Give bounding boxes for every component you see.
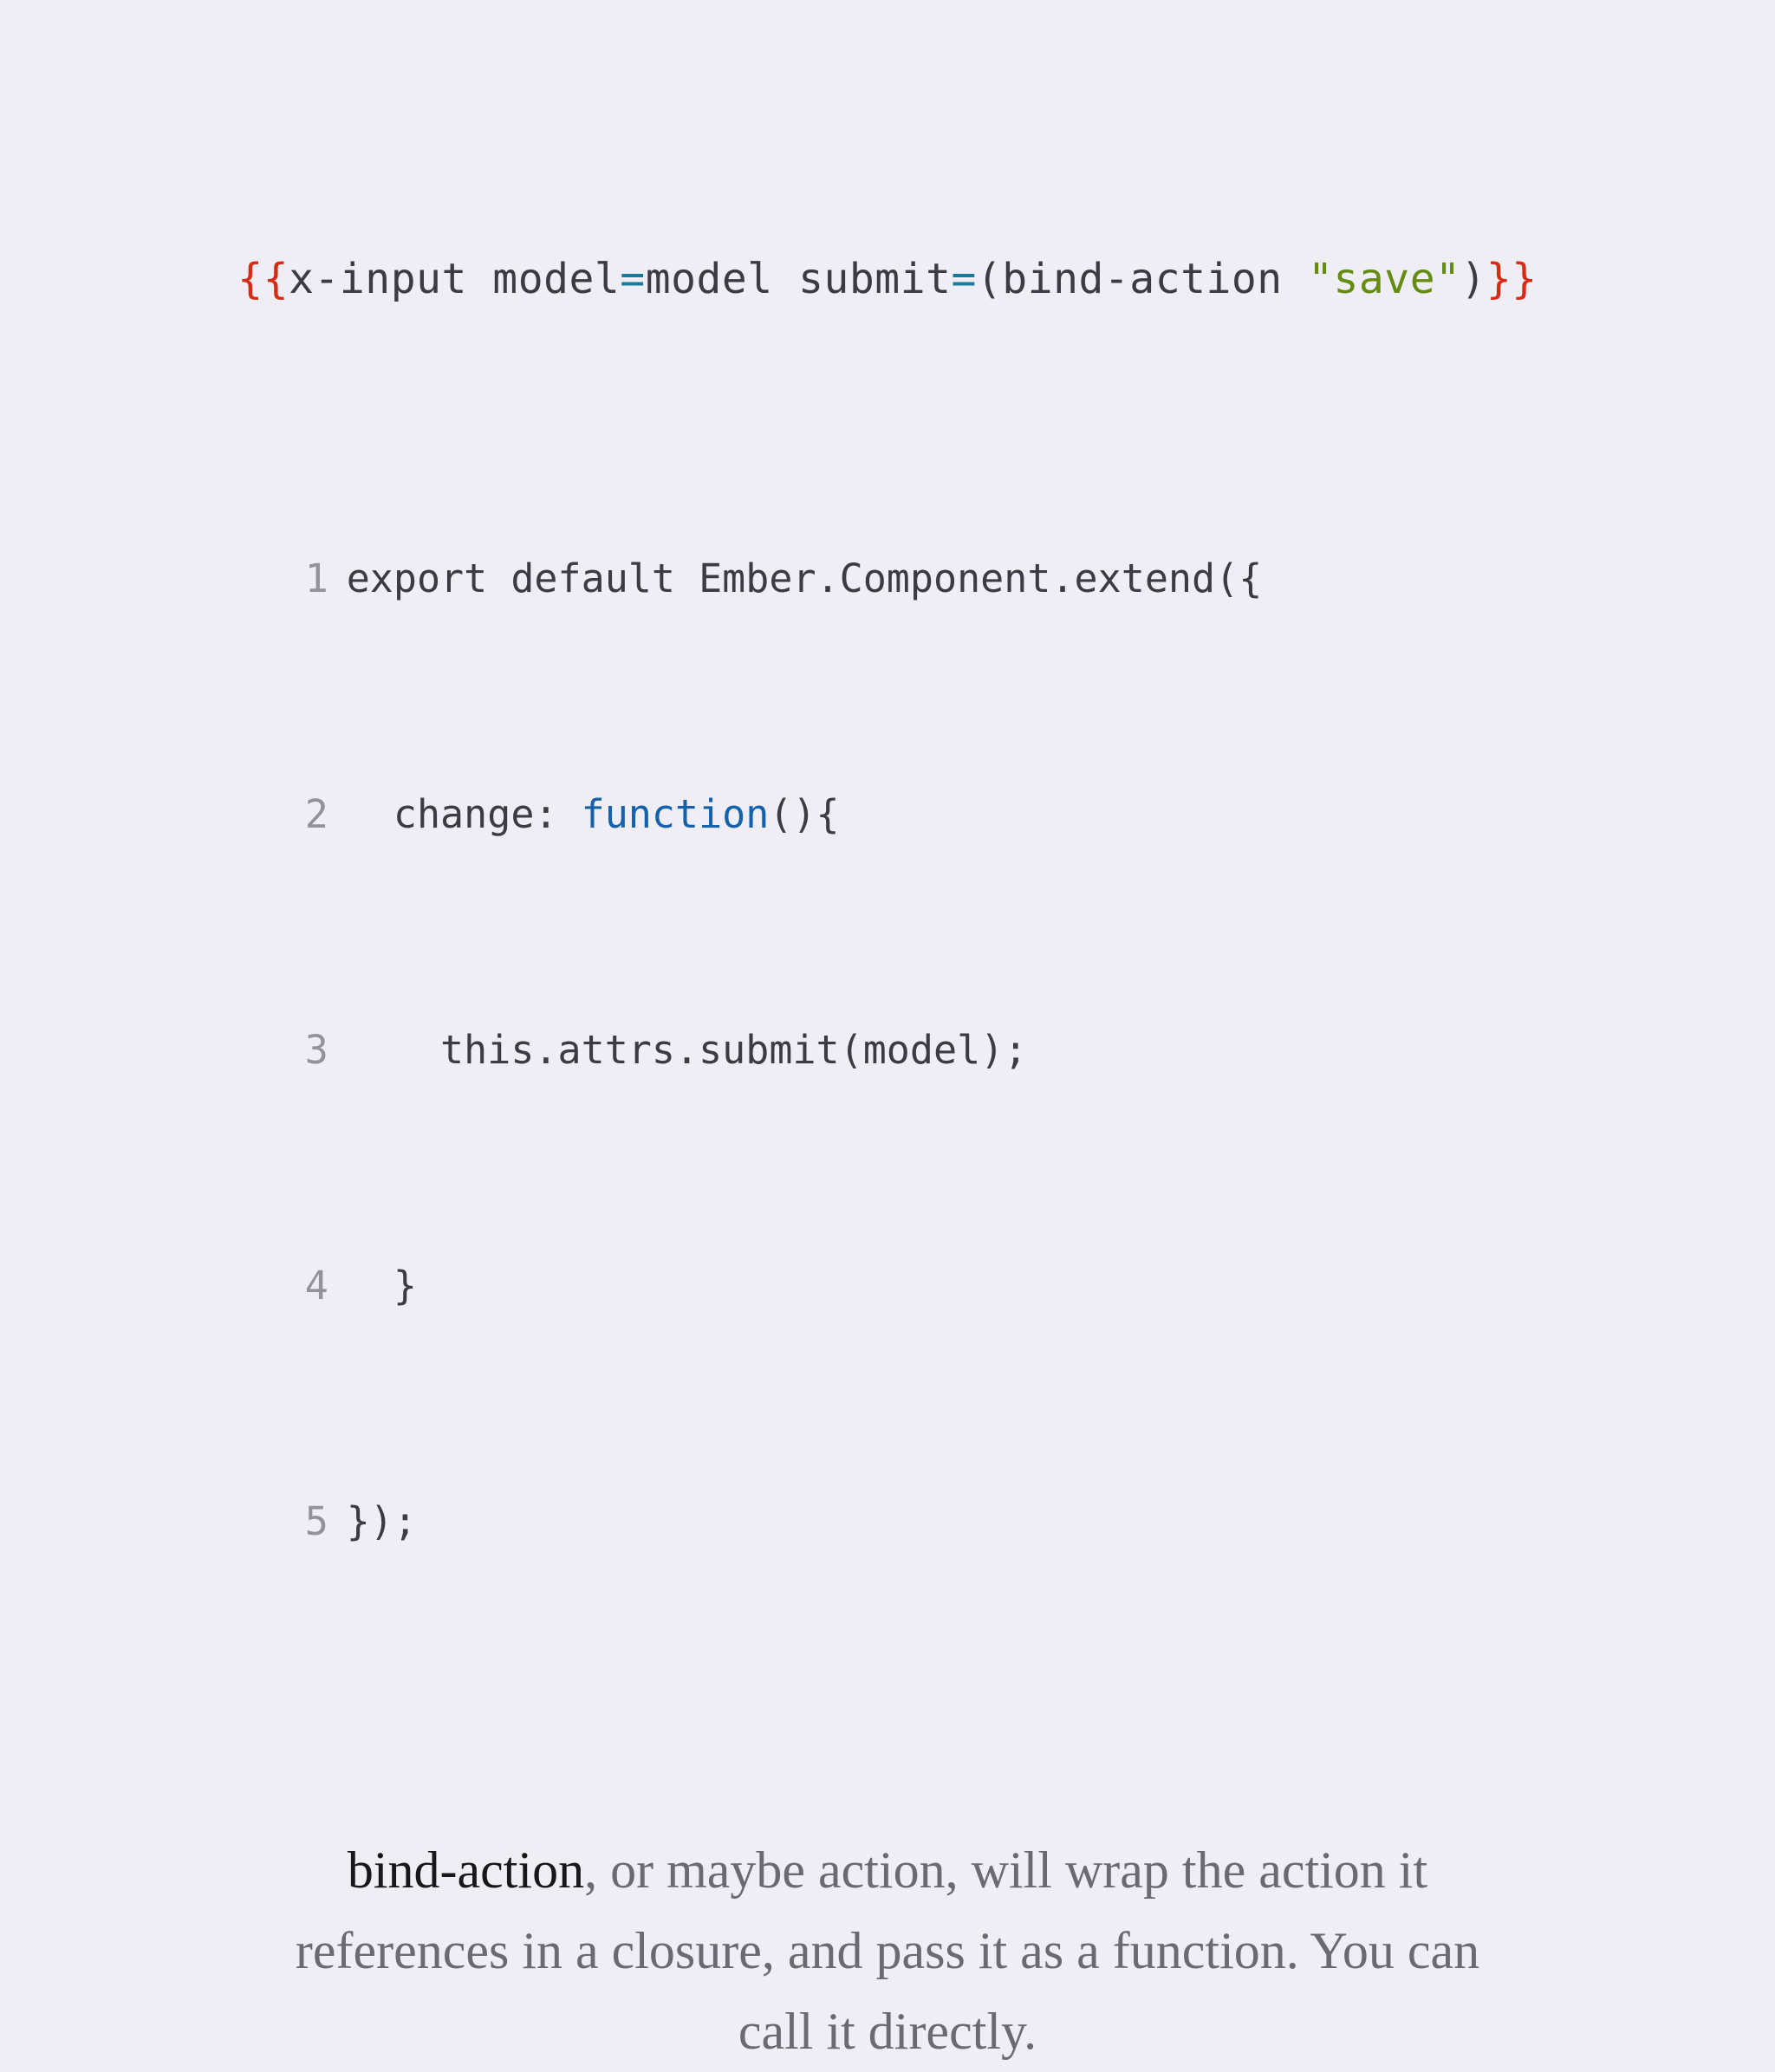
handlebars-open-braces: {{ [237, 255, 289, 303]
handlebars-space-1 [467, 255, 492, 303]
handlebars-close-paren: ) [1460, 255, 1486, 303]
code-segment-suffix: (){ [769, 791, 840, 837]
line-number: 5 [304, 1498, 328, 1544]
handlebars-string-save: "save" [1308, 255, 1461, 303]
handlebars-space-2 [773, 255, 798, 303]
handlebars-equals-1: = [620, 255, 646, 303]
code-keyword-function: function [581, 791, 770, 837]
handlebars-attr-submit-name: submit [798, 255, 952, 303]
handlebars-equals-2: = [951, 255, 977, 303]
caption-emphasis-term: bind-action [347, 1841, 585, 1899]
caption-text: bind-action, or maybe action, will wrap … [281, 1830, 1494, 2072]
code-line-text: change: function(){ [347, 785, 840, 844]
code-line: 1 export default Ember.Component.extend({ [305, 549, 1263, 608]
code-line-text: this.attrs.submit(model); [346, 1027, 1028, 1073]
code-line: 3 this.attrs.submit(model); [305, 1021, 1263, 1080]
handlebars-attr-model-value: model [645, 255, 773, 303]
code-line-text: }); [346, 1498, 417, 1544]
code-line: 2 change: function(){ [305, 785, 1263, 844]
code-line-text: } [346, 1263, 417, 1309]
code-line: 4 } [305, 1257, 1263, 1315]
line-number: 1 [304, 555, 328, 601]
javascript-code-block: 1 export default Ember.Component.extend({… [305, 373, 1263, 1728]
code-segment-prefix: change: [346, 791, 582, 837]
handlebars-attr-model-name: model [492, 255, 621, 303]
handlebars-helper-name: x-input [289, 255, 467, 303]
handlebars-close-braces: }} [1486, 255, 1538, 303]
handlebars-subexpression-open: (bind-action [976, 255, 1309, 303]
line-number: 4 [304, 1263, 328, 1309]
handlebars-template-line: {{x-input model=model submit=(bind-actio… [237, 258, 1537, 300]
code-line-text: export default Ember.Component.extend({ [346, 555, 1263, 601]
slide-root: {{x-input model=model submit=(bind-actio… [237, 258, 1538, 2060]
line-number: 3 [304, 1027, 328, 1073]
line-number: 2 [304, 791, 328, 837]
code-line: 5}); [305, 1492, 1263, 1551]
